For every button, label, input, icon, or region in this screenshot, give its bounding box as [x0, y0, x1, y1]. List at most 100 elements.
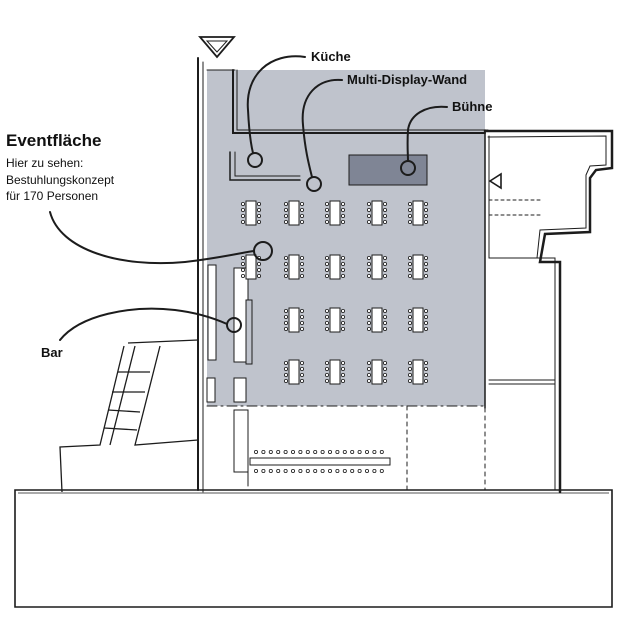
chair — [407, 372, 412, 377]
chair — [423, 308, 428, 313]
chair — [423, 314, 428, 319]
chair — [382, 219, 387, 224]
chair — [366, 201, 371, 206]
lower-building — [14, 489, 613, 608]
chair — [256, 213, 261, 218]
chair — [382, 378, 387, 383]
chair — [366, 372, 371, 377]
chair — [276, 449, 281, 454]
chair — [299, 201, 304, 206]
stage-label: Bühne — [452, 99, 492, 114]
chair — [298, 468, 303, 473]
chair — [382, 207, 387, 212]
chair — [407, 378, 412, 383]
chair — [382, 255, 387, 260]
subtitle-line-1: Hier zu sehen: — [6, 156, 83, 170]
chair — [366, 360, 371, 365]
chair — [299, 314, 304, 319]
chair — [340, 201, 345, 206]
chair — [253, 468, 258, 473]
banquet-table — [366, 307, 387, 333]
chair — [379, 449, 384, 454]
chair — [299, 308, 304, 313]
chair — [407, 326, 412, 331]
chair — [382, 320, 387, 325]
display-wall-label: Multi-Display-Wand — [347, 72, 467, 87]
chair — [299, 366, 304, 371]
chair — [261, 468, 266, 473]
chair — [256, 273, 261, 278]
chair — [283, 360, 288, 365]
chair — [283, 255, 288, 260]
chair — [407, 201, 412, 206]
stage-leader — [406, 105, 448, 162]
chair — [283, 378, 288, 383]
chair — [283, 366, 288, 371]
chair — [283, 273, 288, 278]
chair — [299, 320, 304, 325]
chair — [320, 449, 325, 454]
chair — [423, 267, 428, 272]
bar-leader — [59, 307, 228, 341]
chair — [283, 314, 288, 319]
corridor-block — [233, 409, 249, 473]
banquet-table — [366, 254, 387, 280]
event-area-shading — [207, 70, 485, 406]
chair — [379, 468, 384, 473]
chair — [357, 468, 362, 473]
chair — [366, 273, 371, 278]
subtitle-line-2: Bestuhlungskonzept — [6, 173, 115, 187]
chair — [298, 449, 303, 454]
chair — [340, 378, 345, 383]
chair — [256, 201, 261, 206]
banquet-table — [366, 200, 387, 226]
chair — [324, 378, 329, 383]
chair — [340, 308, 345, 313]
chair — [423, 360, 428, 365]
chair — [299, 372, 304, 377]
leader-lines — [49, 55, 448, 341]
chair — [423, 213, 428, 218]
chair — [382, 273, 387, 278]
chair — [324, 360, 329, 365]
chair — [366, 314, 371, 319]
chair — [240, 255, 245, 260]
chair — [240, 207, 245, 212]
chair — [335, 449, 340, 454]
chair — [290, 468, 295, 473]
banquet-table — [324, 307, 345, 333]
chair — [366, 308, 371, 313]
banquet-table — [324, 359, 345, 385]
chair — [305, 468, 310, 473]
chair — [299, 273, 304, 278]
chair — [366, 261, 371, 266]
chair — [283, 267, 288, 272]
chair — [283, 320, 288, 325]
chair — [366, 219, 371, 224]
chair — [350, 468, 355, 473]
chair — [299, 326, 304, 331]
chair — [283, 201, 288, 206]
kitchen-marker — [247, 152, 263, 168]
chair — [283, 308, 288, 313]
banquet-table — [407, 200, 428, 226]
chair — [240, 261, 245, 266]
chair — [364, 468, 369, 473]
chair — [240, 267, 245, 272]
chair — [372, 449, 377, 454]
banquet-table — [283, 254, 304, 280]
chair — [327, 449, 332, 454]
chair — [364, 449, 369, 454]
chair — [283, 326, 288, 331]
chair — [240, 213, 245, 218]
event-area-leader — [49, 211, 255, 265]
display-wall-leader — [301, 78, 343, 178]
chair — [324, 372, 329, 377]
chair — [407, 219, 412, 224]
chair — [366, 320, 371, 325]
bar-back — [207, 264, 217, 361]
banquet-table — [283, 307, 304, 333]
chair — [407, 255, 412, 260]
chair — [283, 219, 288, 224]
